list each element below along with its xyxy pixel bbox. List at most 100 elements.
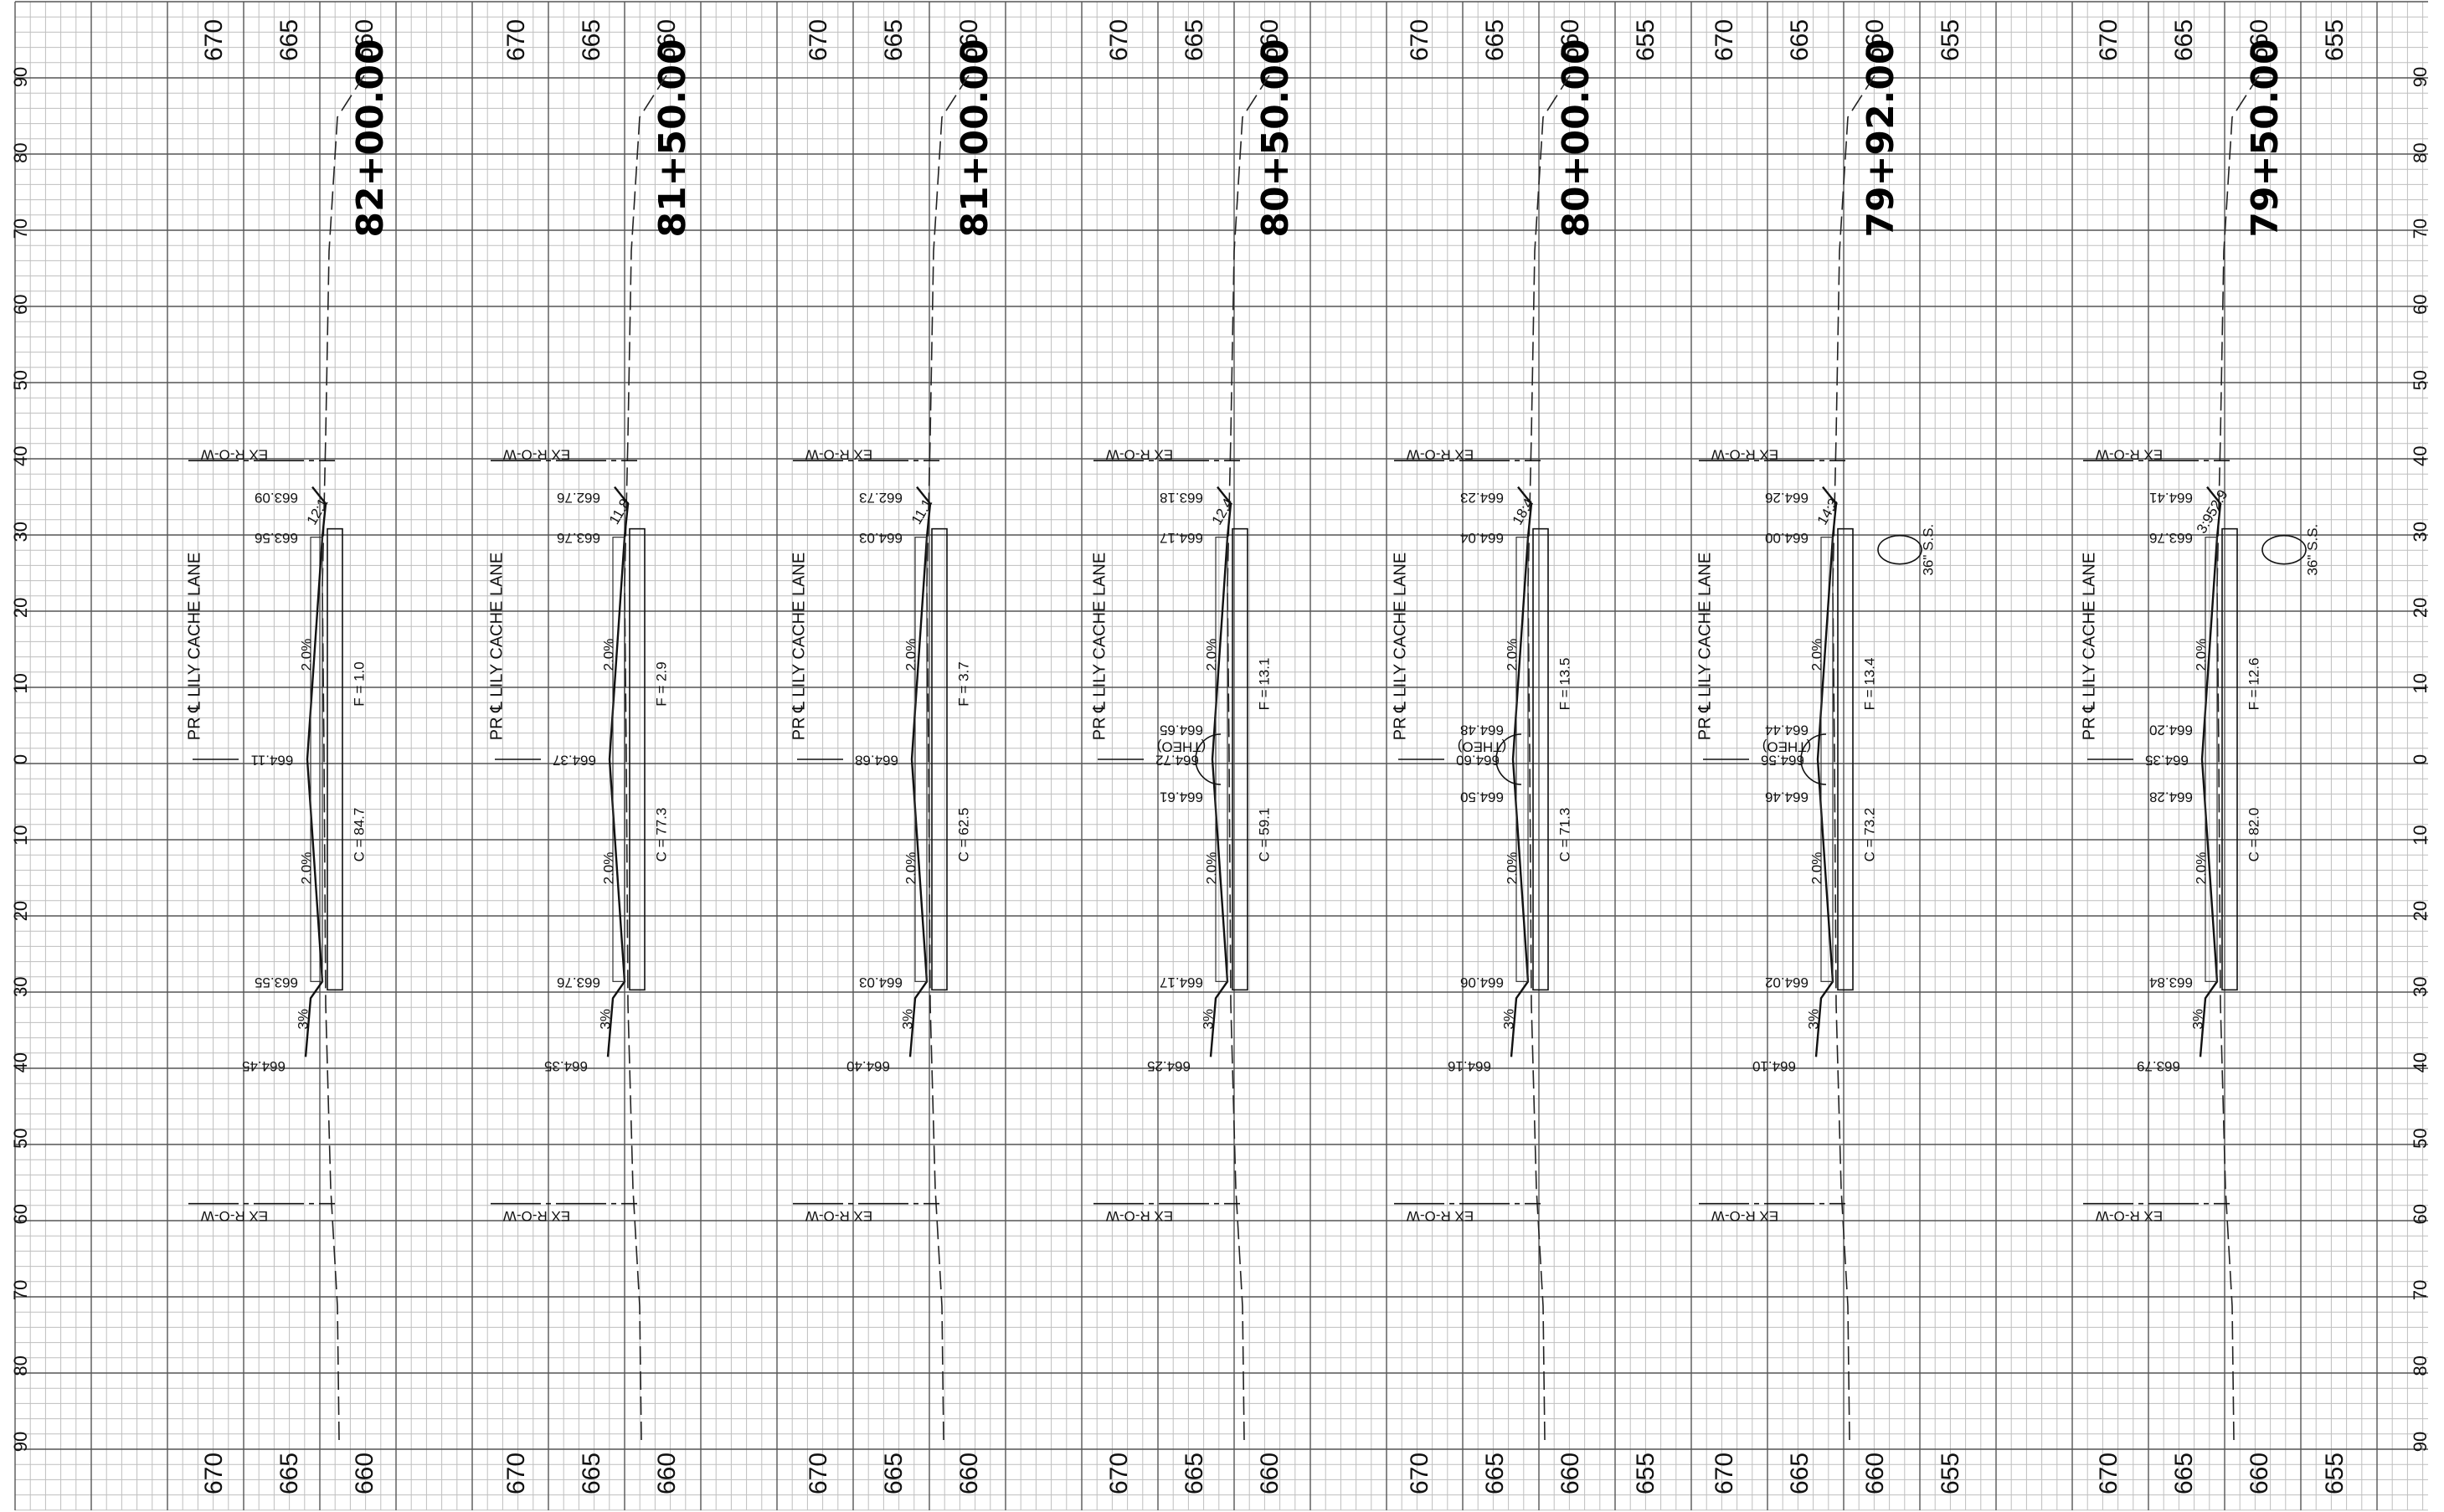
elevation-label: 665 bbox=[1786, 1453, 1814, 1494]
ratio-label: 11.8 bbox=[606, 496, 633, 527]
ratio-label: 18:4 bbox=[1510, 496, 1537, 527]
offset-label: 50 bbox=[2410, 1129, 2431, 1149]
elevation-annotation: 664.37 bbox=[553, 753, 596, 769]
elevation-label: 660 bbox=[955, 1453, 983, 1494]
elevation-annotation: 664.20 bbox=[2149, 723, 2193, 738]
theo-label: (THEO) bbox=[1157, 739, 1207, 755]
elevation-annotation: 664.28 bbox=[2149, 789, 2193, 805]
existing-ground-line bbox=[1527, 75, 1571, 1441]
offset-label: 70 bbox=[10, 1280, 31, 1300]
elevation-annotation: 664.35 bbox=[2145, 753, 2189, 769]
theo-label: (THEO) bbox=[1458, 739, 1507, 755]
elevation-label: 670 bbox=[502, 19, 530, 61]
elevation-label: 665 bbox=[2170, 1453, 2198, 1494]
elevation-label: 670 bbox=[2095, 19, 2122, 61]
elevation-annotation: 664.26 bbox=[1765, 490, 1809, 506]
existing-ground-line bbox=[2216, 75, 2260, 1441]
pavement-box bbox=[2221, 527, 2238, 991]
existing-ground-line bbox=[926, 75, 970, 1441]
elevation-label: 660 bbox=[351, 19, 378, 61]
offset-label: 80 bbox=[2410, 1355, 2431, 1376]
elevation-label: 670 bbox=[1406, 19, 1433, 61]
elevation-label: 670 bbox=[805, 19, 832, 61]
elevation-annotation: 664.17 bbox=[1160, 975, 1203, 990]
offset-label: 60 bbox=[10, 1204, 31, 1224]
elevation-label: 660 bbox=[1861, 1453, 1889, 1494]
station-label: 79+92.00 bbox=[1860, 39, 1902, 237]
elevation-label: 670 bbox=[200, 1453, 228, 1494]
offset-label: 30 bbox=[2410, 976, 2431, 996]
elevation-annotation: 664.45 bbox=[242, 1058, 286, 1074]
row-label: EX R-O-W bbox=[1407, 1208, 1474, 1224]
ratio-label: 12:1 bbox=[304, 496, 332, 527]
elevation-label: 655 bbox=[1632, 1453, 1659, 1494]
crown-arc bbox=[1195, 733, 1222, 785]
elevation-label: 670 bbox=[1105, 1453, 1133, 1494]
elevation-annotation: 664.40 bbox=[846, 1058, 890, 1074]
subgrade-box bbox=[1820, 537, 1834, 982]
offset-label: 90 bbox=[2410, 1432, 2431, 1452]
elevation-label: 665 bbox=[2170, 19, 2198, 61]
offset-label: 20 bbox=[10, 901, 31, 921]
offset-label: 40 bbox=[2410, 1052, 2431, 1072]
offset-label: 60 bbox=[10, 294, 31, 314]
elevation-annotation: 664.17 bbox=[1160, 530, 1203, 546]
elevation-annotation: 662.73 bbox=[859, 490, 903, 506]
station-label: 80+50.00 bbox=[1254, 39, 1297, 237]
slope-label: 2.0% bbox=[1504, 852, 1520, 885]
elevation-annotation: 664.10 bbox=[1752, 1058, 1796, 1074]
elevation-label: 670 bbox=[1406, 1453, 1433, 1494]
elevation-label: 655 bbox=[1937, 1453, 1964, 1494]
offset-label: 10 bbox=[2410, 673, 2431, 693]
row-label: EX R-O-W bbox=[503, 1208, 570, 1224]
elevation-annotation: 663.09 bbox=[255, 490, 298, 506]
elevation-annotation: 664.48 bbox=[1460, 723, 1504, 738]
elevation-label: 655 bbox=[1937, 19, 1964, 61]
row-label: EX R-O-W bbox=[503, 447, 570, 463]
elevation-annotation: 664.00 bbox=[1765, 530, 1809, 546]
elevation-annotation: 664.56 bbox=[1761, 753, 1804, 769]
slope-label: 2.0% bbox=[2193, 852, 2209, 885]
row-label: EX R-O-W bbox=[201, 447, 268, 463]
elevation-annotation: 664.25 bbox=[1147, 1058, 1191, 1074]
side-slope-label: 3% bbox=[2189, 1009, 2205, 1030]
cut-label: C = 77.3 bbox=[653, 808, 669, 862]
pavement-box bbox=[931, 527, 948, 991]
ratio-label: 11.1 bbox=[908, 496, 935, 527]
elevation-label: 660 bbox=[2246, 1453, 2273, 1494]
pavement-box bbox=[327, 527, 343, 991]
offset-label: 10 bbox=[10, 825, 31, 845]
elevation-annotation: 664.50 bbox=[1460, 789, 1504, 805]
centerline-label: PR ℄ LILY CACHE LANE bbox=[1695, 553, 1714, 740]
fill-label: F = 3.7 bbox=[955, 661, 971, 706]
minor-grid bbox=[15, 2, 2428, 1511]
offset-label: 90 bbox=[10, 67, 31, 87]
offset-label: 90 bbox=[10, 1432, 31, 1452]
elevation-annotation: 663.56 bbox=[255, 530, 298, 546]
elevation-label: 660 bbox=[1861, 19, 1889, 61]
elevation-label: 660 bbox=[955, 19, 983, 61]
elevation-label: 670 bbox=[1105, 19, 1133, 61]
row-label: EX R-O-W bbox=[2096, 447, 2163, 463]
pavement-box bbox=[1232, 527, 1248, 991]
station-label: 80+00.00 bbox=[1555, 39, 1598, 237]
elevation-label: 665 bbox=[578, 1453, 605, 1494]
elevation-annotation: 664.35 bbox=[544, 1058, 588, 1074]
elevation-annotation: 664.68 bbox=[855, 753, 898, 769]
elevation-annotation: 664.03 bbox=[859, 530, 903, 546]
row-label: EX R-O-W bbox=[201, 1208, 268, 1224]
row-label: EX R-O-W bbox=[1106, 447, 1173, 463]
elevation-annotation: 664.04 bbox=[1460, 530, 1504, 546]
pavement-box bbox=[1532, 527, 1549, 991]
elevation-label: 655 bbox=[2321, 1453, 2349, 1494]
slope-label: 2.0% bbox=[1504, 639, 1520, 671]
elevation-label: 670 bbox=[200, 19, 228, 61]
station-label: 79+50.00 bbox=[2244, 39, 2287, 237]
elevation-annotation: 664.46 bbox=[1765, 789, 1809, 805]
centerline-label: PR ℄ LILY CACHE LANE bbox=[1391, 553, 1409, 740]
